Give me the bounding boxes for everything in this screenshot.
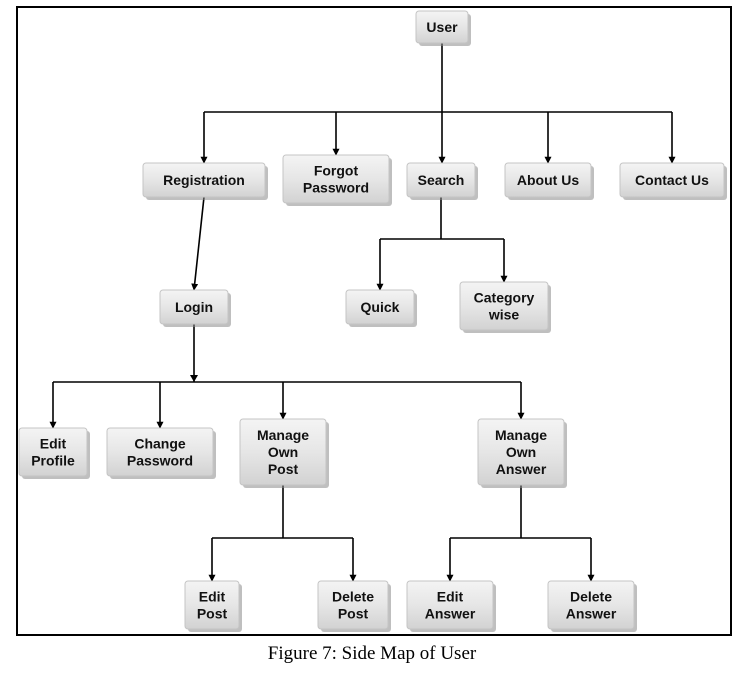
connector-lines — [49, 43, 676, 582]
node-box — [282, 154, 390, 204]
node-label: User — [426, 19, 458, 35]
node-label: Edit — [40, 436, 67, 452]
node-box — [547, 580, 635, 630]
node-label: Forgot — [314, 163, 359, 179]
node-box — [18, 427, 88, 477]
node-label: Search — [418, 172, 465, 188]
diagram-frame — [16, 6, 732, 636]
node-label: Post — [338, 606, 369, 622]
node-user: User — [415, 10, 471, 46]
node-label: Profile — [31, 453, 75, 469]
node-label: Edit — [437, 589, 464, 605]
node-box — [345, 289, 415, 325]
node-box — [317, 580, 389, 630]
node-login: Login — [159, 289, 231, 327]
node-label: Delete — [332, 589, 374, 605]
node-contact-us: Contact Us — [619, 162, 727, 200]
node-box — [239, 418, 327, 486]
node-search: Search — [406, 162, 478, 200]
node-box — [106, 427, 214, 477]
node-box — [184, 580, 240, 630]
node-quick: Quick — [345, 289, 417, 327]
node-box — [406, 162, 476, 198]
node-box — [504, 162, 592, 198]
node-label: Change — [134, 436, 186, 452]
node-label: Password — [303, 180, 369, 196]
node-label: Password — [127, 453, 193, 469]
bus-arrowhead — [190, 375, 198, 382]
node-label: Answer — [496, 461, 547, 477]
node-label: Answer — [566, 606, 617, 622]
node-box — [415, 10, 469, 44]
node-label: Post — [197, 606, 228, 622]
node-box — [406, 580, 494, 630]
node-box — [142, 162, 266, 198]
node-box — [459, 281, 549, 331]
node-label: Registration — [163, 172, 245, 188]
figure-caption: Figure 7: Side Map of User — [267, 643, 477, 664]
node-label: Answer — [425, 606, 476, 622]
node-label: wise — [488, 307, 520, 323]
node-label: Post — [268, 461, 299, 477]
edge-registration-to-login — [191, 196, 205, 291]
node-about-us: About Us — [504, 162, 594, 200]
node-label: Manage — [257, 427, 309, 443]
node-label: Quick — [361, 299, 400, 315]
node-box — [159, 289, 229, 325]
node-label: Own — [506, 444, 536, 460]
node-label: Edit — [199, 589, 226, 605]
node-label: About Us — [517, 172, 579, 188]
node-box — [619, 162, 725, 198]
node-label: Category — [474, 290, 535, 306]
node-label: Manage — [495, 427, 547, 443]
node-registration: Registration — [142, 162, 268, 200]
node-label: Contact Us — [635, 172, 709, 188]
node-label: Own — [268, 444, 298, 460]
node-label: Login — [175, 299, 213, 315]
node-box — [477, 418, 565, 486]
node-label: Delete — [570, 589, 612, 605]
